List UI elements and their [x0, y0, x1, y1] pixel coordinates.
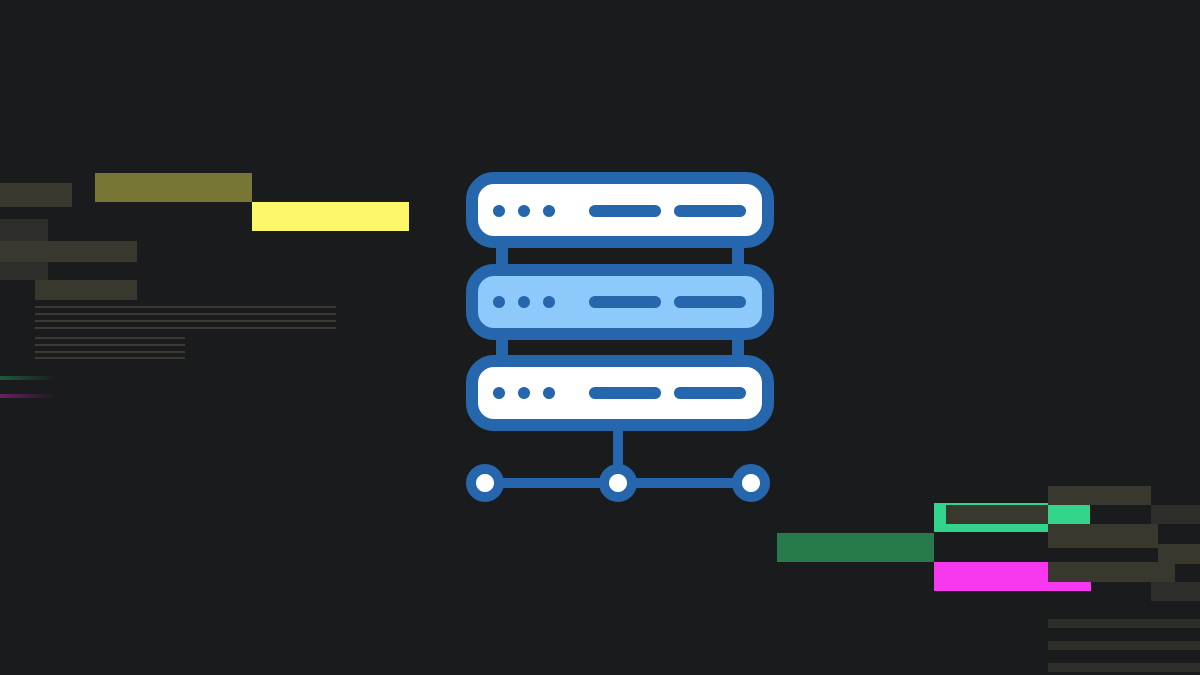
- server-rack-middle: [466, 264, 774, 340]
- right-decor-block: [1048, 524, 1158, 548]
- right-decor-block: [1048, 486, 1151, 505]
- right-decor-block: [1048, 562, 1175, 582]
- left-decor-line: [35, 313, 336, 315]
- right-decor-line: [1048, 619, 1200, 628]
- server-rack-top: [466, 172, 774, 248]
- left-decor-line: [35, 344, 185, 346]
- left-decor-line: [35, 357, 185, 359]
- left-decor-block: [0, 219, 48, 241]
- right-decor-block: [1158, 544, 1200, 564]
- right-decor-block: [946, 505, 1048, 524]
- server-network-icon: [466, 172, 774, 502]
- left-decor-line: [35, 306, 336, 308]
- left-decor-line: [35, 351, 185, 353]
- right-decor-block: [1151, 582, 1200, 601]
- left-decor-block: [0, 183, 72, 207]
- network-tree: [466, 431, 770, 502]
- right-decor-block: [1151, 505, 1200, 524]
- right-decor-line: [1048, 663, 1200, 672]
- server-rack-bottom: [466, 355, 774, 431]
- left-decor-magenta-line: [0, 394, 56, 398]
- left-decor-line: [35, 320, 336, 322]
- left-decor-yellow-block: [252, 202, 409, 231]
- left-decor-block: [0, 262, 48, 280]
- left-decor-olive-block: [95, 173, 252, 202]
- right-decor-green-block: [1048, 505, 1090, 524]
- left-decor-line: [35, 327, 336, 329]
- left-decor-green-line: [0, 376, 56, 380]
- left-decor-block: [0, 241, 137, 262]
- left-decor-line: [35, 337, 185, 339]
- left-decor-block: [35, 280, 137, 300]
- right-decor-dark-green-block: [777, 533, 934, 562]
- right-decor-line: [1048, 641, 1200, 650]
